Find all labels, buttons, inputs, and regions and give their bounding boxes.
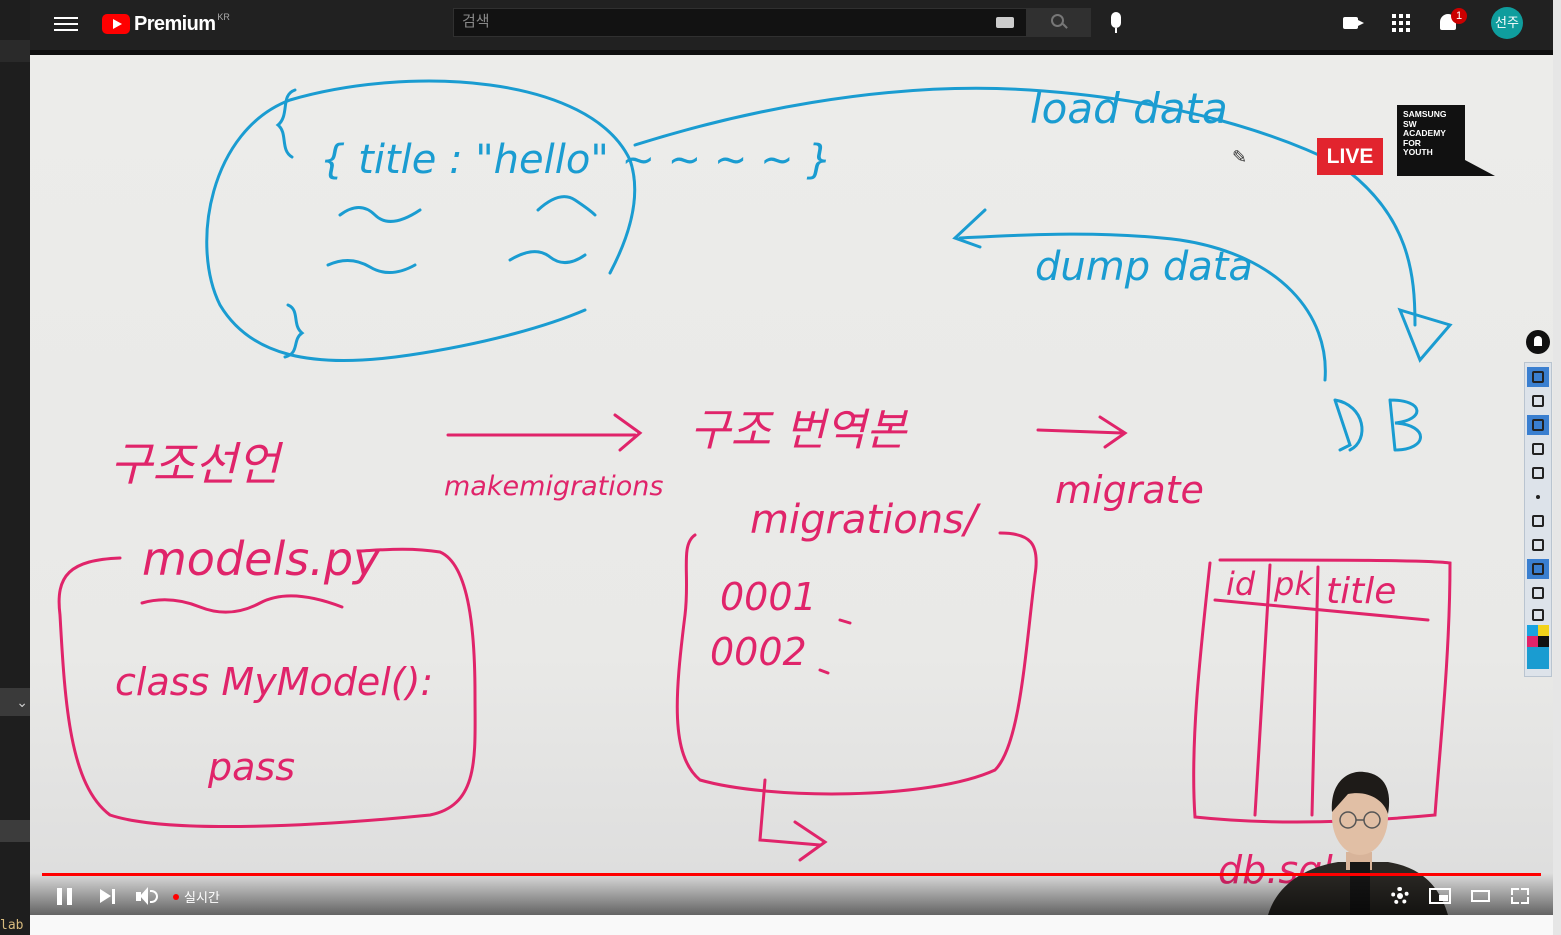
load-data-arrow [633,86,1417,327]
whiteboard: { title : "hello" ~ ~ ~ ~ } load data du… [57,79,1453,892]
migrate-arrow [1036,415,1128,449]
mic-icon[interactable] [1111,12,1121,33]
notification-badge: 1 [1451,8,1467,24]
migration-2-text: 0002 [710,630,807,674]
migrations-down-arrow [758,778,828,862]
keyboard-icon[interactable] [996,17,1014,28]
search-box [453,8,1027,37]
json-ellipse-tail [608,158,637,275]
right-scroll-strip [1553,0,1561,935]
player-controls: 실시간 [30,873,1553,915]
miniplayer-icon[interactable] [1429,888,1451,904]
pointer-icon[interactable] [1527,391,1549,411]
load-data-arrowhead [1397,307,1453,363]
json-ellipse [205,79,632,363]
progress-bar[interactable] [42,873,1541,876]
table-col-pk: pk [1273,565,1314,603]
pen-icon[interactable] [1527,415,1549,435]
brace-open [275,88,297,159]
models-underline [140,594,344,614]
makemigrations-text: makemigrations [444,471,663,502]
live-badge: LIVE [1317,138,1383,175]
apps-icon[interactable] [1392,14,1410,32]
brace-close [283,303,305,359]
clear-icon[interactable] [1527,559,1549,579]
class-line-text: class MyModel(): [115,660,433,704]
eraser-icon[interactable] [1527,463,1549,483]
video-player[interactable]: { title : "hello" ~ ~ ~ ~ } load data du… [30,55,1553,915]
migrations-folder-text: migrations/ [750,497,982,543]
dump-data-arrow [958,232,1327,382]
squiggle [508,250,587,264]
eye-icon[interactable] [1527,367,1549,387]
table-box [1192,558,1452,824]
table-col-line [1253,563,1272,817]
dump-data-arrowhead [952,208,987,249]
search-input[interactable] [454,9,990,34]
pause-icon[interactable] [57,888,73,905]
pass-line-text: pass [207,745,295,789]
avatar[interactable]: 선주 [1491,7,1523,39]
json-title-text: { title : "hello" ~ ~ ~ ~ } [320,137,832,183]
pen-cursor-icon: ✎ [1232,147,1248,167]
models-box [57,547,477,829]
youtube-header: Premium KR 1 선주 [30,0,1553,50]
page-below-video [30,915,1553,935]
toolbar-body [1524,362,1552,677]
dash [838,618,852,625]
chevron-down-icon[interactable]: ⌄ [0,688,30,716]
line-icon[interactable] [1527,439,1549,459]
makemigrations-arrow [446,413,643,452]
search-button[interactable] [1027,8,1091,37]
left-editor-strip: ⌄ lab [0,0,30,935]
load-data-text: load data [1030,84,1228,133]
migration-version-text: 구조 번역본 [690,405,909,456]
editor-row [0,820,30,842]
theater-icon[interactable] [1471,890,1490,902]
migrations-box [675,531,1038,796]
models-file-text: models.py [142,532,381,586]
db-d [1333,398,1364,452]
table-col-title: title [1326,571,1396,612]
volume-icon[interactable] [136,886,160,907]
annotation-toolbar [1523,330,1553,677]
color-palette[interactable] [1527,625,1549,669]
trash-icon[interactable] [1527,535,1549,555]
live-indicator-icon [173,894,179,900]
search-icon [1051,14,1064,27]
squiggle [338,206,422,223]
dash [818,668,830,675]
dump-data-text: dump data [1035,244,1253,290]
academy-logo-text: SAMSUNG SW ACADEMY FOR YOUTH [1403,109,1447,157]
pen-tool-logo-icon[interactable] [1526,330,1550,354]
migrate-text: migrate [1055,468,1204,512]
fullscreen-icon[interactable] [1511,888,1529,904]
squiggle [326,259,417,274]
academy-logo [1397,105,1495,176]
undo-icon[interactable] [1527,511,1549,531]
brand-text: Premium [134,12,216,35]
create-video-icon[interactable] [1343,17,1364,29]
migration-1-text: 0001 [720,575,817,619]
table-col-id: id [1226,565,1256,603]
live-label[interactable]: 실시간 [184,890,220,905]
camera-icon[interactable] [1527,583,1549,603]
settings-icon[interactable] [1391,887,1409,905]
clipboard-icon[interactable] [1527,605,1549,625]
code-snippet: lab [0,918,24,933]
editor-row [0,40,30,62]
db-b [1388,398,1422,452]
table-col-line [1310,565,1320,817]
squiggle [536,195,597,217]
region-label: KR [217,12,230,22]
menu-icon[interactable] [54,13,78,37]
youtube-premium-logo[interactable]: Premium KR [102,12,230,36]
table-header-line [1213,598,1430,622]
next-icon[interactable] [100,889,116,904]
dot-size-icon[interactable] [1527,487,1549,507]
youtube-logo-icon [102,14,130,34]
model-declaration-text: 구조선언 [110,437,284,491]
